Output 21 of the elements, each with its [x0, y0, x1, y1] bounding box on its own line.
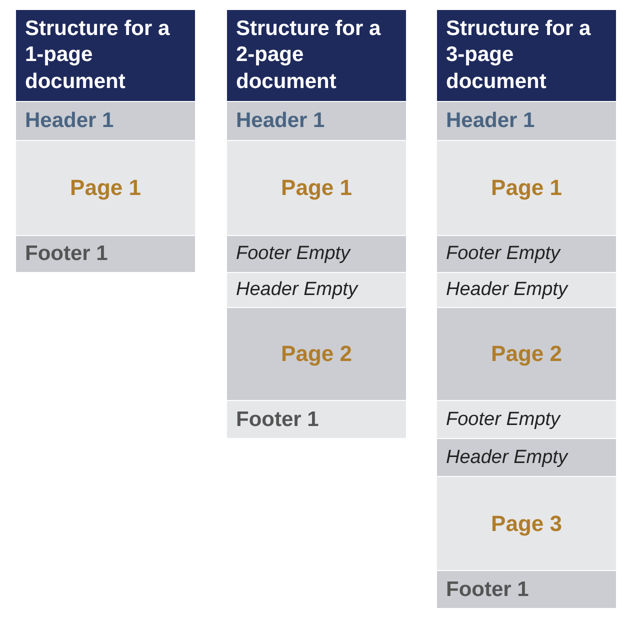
page-block: Page 1 [16, 141, 195, 235]
page-block: Page 2 [227, 308, 406, 400]
footer-row: Footer 1 [437, 571, 616, 608]
page-block: Page 1 [437, 141, 616, 235]
column-heading: Structure for a 3-page document [437, 10, 616, 101]
empty-row: Header Empty [227, 273, 406, 307]
empty-row: Footer Empty [227, 236, 406, 272]
empty-row: Header Empty [437, 273, 616, 307]
header-row: Header 1 [227, 102, 406, 140]
page-block: Page 1 [227, 141, 406, 235]
page-block: Page 3 [437, 477, 616, 570]
empty-row: Footer Empty [437, 236, 616, 272]
column-heading: Structure for a 1-page document [16, 10, 195, 101]
column-heading: Structure for a 2-page document [227, 10, 406, 101]
empty-row: Footer Empty [437, 401, 616, 438]
header-row: Header 1 [16, 102, 195, 140]
header-row: Header 1 [437, 102, 616, 140]
empty-row: Header Empty [437, 439, 616, 476]
footer-row: Footer 1 [16, 236, 195, 272]
page-block: Page 2 [437, 308, 616, 400]
footer-row: Footer 1 [227, 401, 406, 438]
